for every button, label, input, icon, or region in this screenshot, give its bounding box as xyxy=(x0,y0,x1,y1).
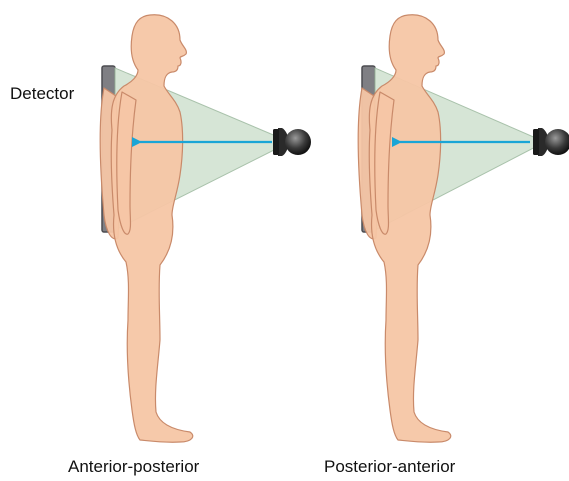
xray-source-icon xyxy=(273,128,311,156)
detector-label: Detector xyxy=(10,84,74,104)
anterior-posterior-caption: Anterior-posterior xyxy=(68,457,199,477)
xray-source-icon xyxy=(533,128,569,156)
posterior-anterior-view xyxy=(358,15,569,443)
anterior-posterior-view xyxy=(100,15,311,443)
posterior-anterior-caption: Posterior-anterior xyxy=(324,457,455,477)
